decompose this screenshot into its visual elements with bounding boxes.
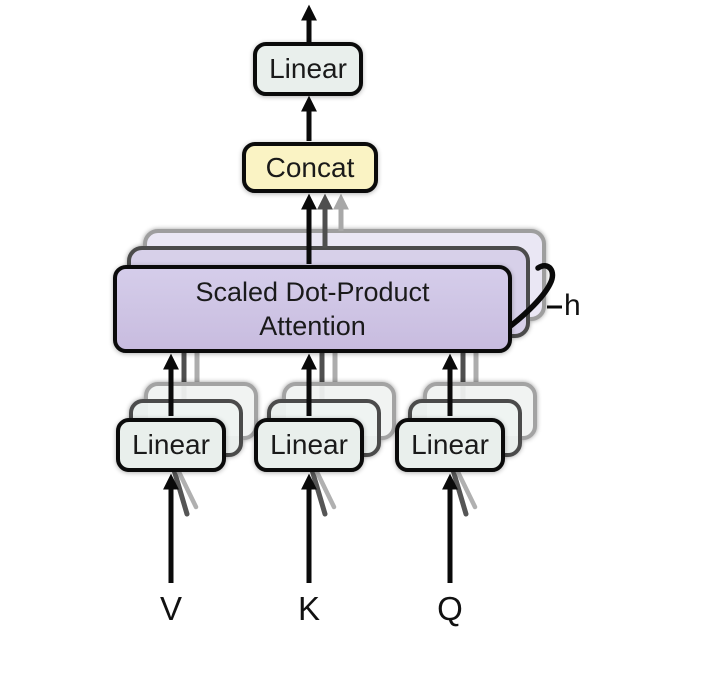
attention-label-line1: Scaled Dot-Product xyxy=(195,277,430,307)
output-linear-box: Linear xyxy=(253,42,363,96)
heads-count-label: h xyxy=(564,289,581,322)
input-label-v: V xyxy=(159,590,182,627)
scaled-dot-product-attention-box: Scaled Dot-Product Attention xyxy=(113,265,512,353)
input-label-k: K xyxy=(297,590,320,627)
linear-v-label: Linear xyxy=(132,429,210,460)
concat-label: Concat xyxy=(265,151,355,183)
fan-q-light xyxy=(453,465,478,510)
fan-v-light xyxy=(174,465,199,510)
linear-k-label: Linear xyxy=(270,429,348,460)
linear-q-label: Linear xyxy=(411,429,489,460)
attention-label-line2: Attention xyxy=(259,311,366,341)
fan-k-light xyxy=(312,465,337,510)
linear-v-box: Linear xyxy=(116,418,226,472)
linear-q-box: Linear xyxy=(395,418,505,472)
input-label-q: Q xyxy=(437,590,463,627)
linear-k-box: Linear xyxy=(254,418,364,472)
output-linear-label: Linear xyxy=(269,53,347,84)
concat-box: Concat xyxy=(242,142,378,193)
